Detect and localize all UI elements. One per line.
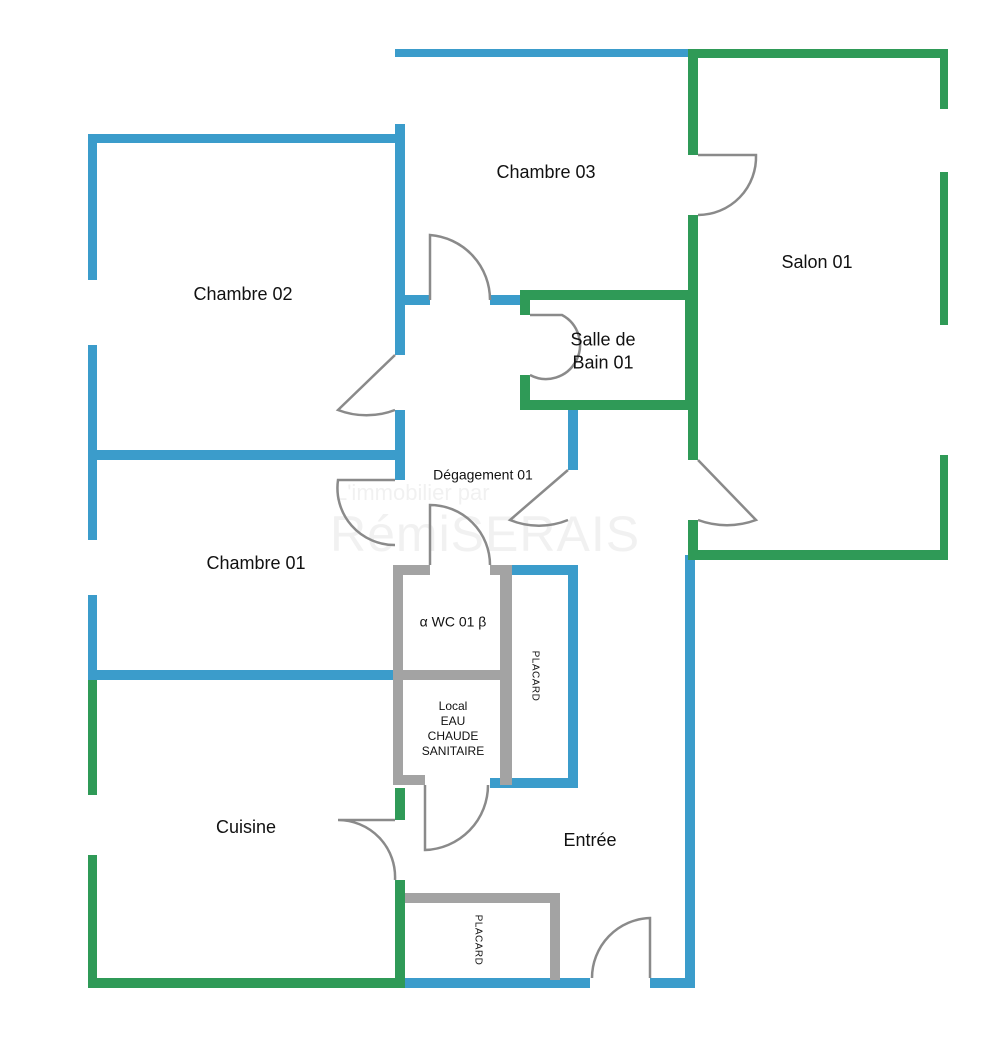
- wall-gray: [550, 893, 560, 980]
- room-label-chambre-01: Chambre 01: [206, 552, 306, 573]
- wall-blue: [88, 134, 97, 280]
- room-label-local-eau-chaude: Local EAU CHAUDE SANITAIRE: [422, 699, 484, 759]
- room-label-line: EAU: [440, 714, 466, 728]
- room-label-placard-lower: PLACARD: [472, 914, 484, 966]
- wall-gray: [393, 565, 430, 575]
- door-swing: [336, 478, 396, 547]
- door-swing: [590, 916, 652, 979]
- wall-blue: [88, 345, 97, 460]
- room-label-placard-upper: PLACARD: [529, 650, 541, 702]
- wall-blue: [510, 565, 578, 575]
- wall-blue: [395, 49, 690, 57]
- room-label-chambre-02: Chambre 02: [193, 283, 293, 304]
- room-label-line: Bain 01: [572, 352, 634, 372]
- wall-green: [395, 880, 405, 988]
- room-label-salon-01: Salon 01: [781, 251, 853, 272]
- wall-green: [940, 455, 948, 560]
- wall-blue: [405, 978, 590, 988]
- door-swing: [697, 153, 758, 217]
- wall-blue: [88, 595, 97, 680]
- room-label-salle-de-bain-01: Salle de Bain 01: [570, 329, 635, 374]
- wall-green: [520, 400, 695, 410]
- wall-blue: [650, 978, 695, 988]
- wall-blue: [395, 295, 430, 305]
- door-swing: [335, 354, 396, 417]
- door-swing: [529, 313, 582, 381]
- wall-blue: [395, 124, 405, 306]
- door-swing: [337, 818, 397, 881]
- wall-gray: [393, 670, 512, 680]
- wall-blue: [88, 134, 405, 143]
- room-label-line: Salle de: [570, 329, 636, 350]
- wall-green: [690, 49, 948, 58]
- wall-green: [940, 172, 948, 325]
- wall-blue: [685, 555, 695, 988]
- wall-green: [688, 520, 698, 560]
- room-label-degagement-01: Dégagement 01: [433, 466, 533, 483]
- wall-blue: [490, 295, 522, 305]
- wall-green: [685, 290, 695, 410]
- room-label-line: CHAUDE: [427, 729, 479, 743]
- wall-blue: [395, 455, 405, 480]
- room-label-line: SANITAIRE: [421, 744, 485, 758]
- door-swing: [428, 233, 492, 301]
- wall-green: [520, 375, 530, 410]
- door-swing: [423, 784, 490, 852]
- wall-blue: [568, 565, 578, 788]
- door-swing: [507, 469, 569, 527]
- wall-gray: [393, 775, 425, 785]
- wall-blue: [88, 670, 400, 680]
- wall-blue: [395, 410, 405, 460]
- wall-blue: [490, 778, 578, 788]
- door-swing: [697, 459, 759, 527]
- wall-blue: [88, 450, 405, 460]
- wall-green: [940, 49, 948, 109]
- room-label-cuisine: Cuisine: [215, 816, 277, 837]
- room-label-entree: Entrée: [563, 829, 617, 850]
- wall-blue: [395, 300, 405, 355]
- wall-green: [688, 550, 948, 560]
- wall-green: [688, 49, 698, 155]
- wall-gray: [405, 893, 560, 903]
- room-label-wc-01: α WC 01 β: [419, 613, 487, 630]
- wall-green: [88, 680, 97, 795]
- wall-gray: [490, 565, 512, 575]
- door-swing: [428, 503, 492, 566]
- wall-green: [88, 855, 97, 988]
- room-label-line: Local: [438, 699, 468, 713]
- wall-blue: [88, 455, 97, 540]
- room-label-chambre-03: Chambre 03: [496, 161, 596, 182]
- wall-green: [520, 290, 530, 315]
- wall-green: [88, 978, 405, 988]
- wall-blue: [568, 405, 578, 470]
- wall-green: [395, 788, 405, 820]
- wall-green: [520, 290, 695, 300]
